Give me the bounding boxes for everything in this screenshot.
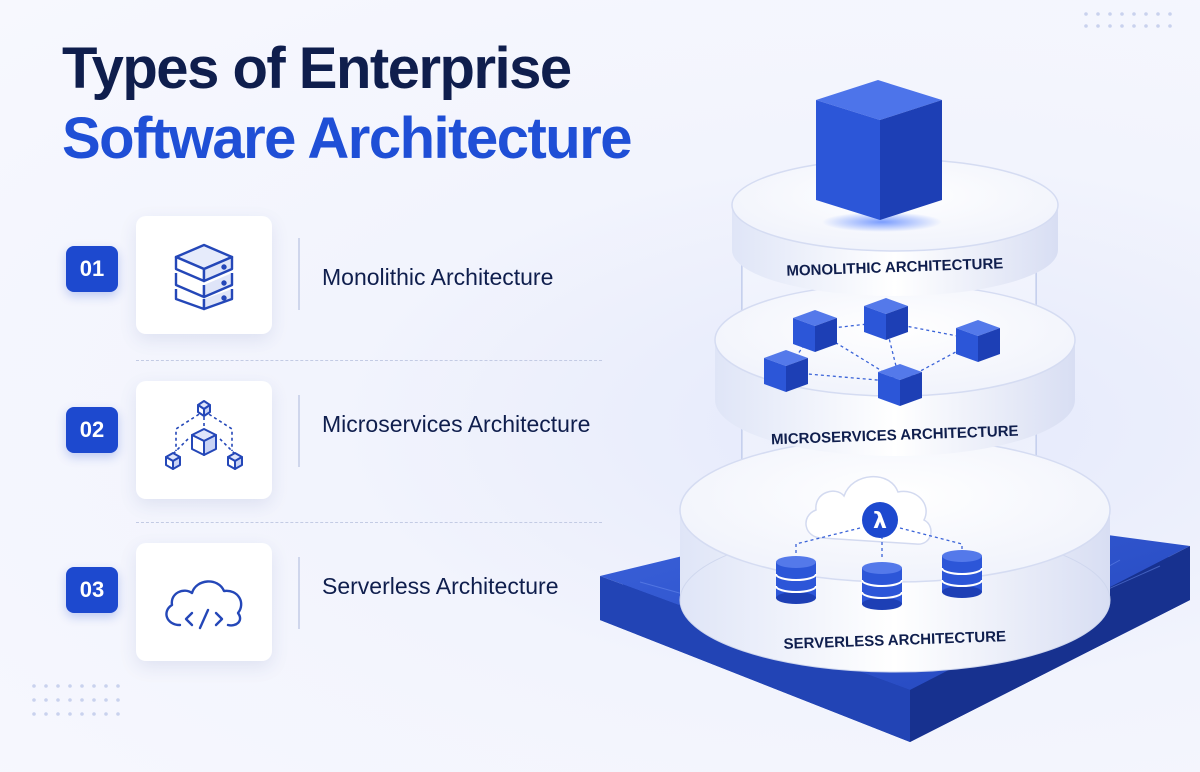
- horizontal-divider: [136, 360, 602, 361]
- svg-text:λ: λ: [873, 509, 887, 534]
- title-line-2: Software Architecture: [62, 106, 633, 171]
- lambda-icon: λ: [862, 502, 898, 538]
- number-badge: 03: [66, 567, 118, 613]
- cloud-code-icon: [165, 580, 243, 630]
- icon-card: [136, 216, 272, 334]
- item-label: Microservices Architecture: [322, 411, 591, 437]
- item-label: Serverless Architecture: [322, 573, 559, 599]
- decorative-dots-top: [1084, 12, 1172, 28]
- database-icons: [775, 550, 983, 610]
- list-item-serverless: 03 Serverless Architecture: [62, 543, 602, 663]
- microservice-cubes: [764, 298, 1000, 406]
- architecture-stack-diagram: λ MONOLITHIC ARCHITECTURE MICROSERVICES …: [600, 80, 1190, 742]
- vertical-divider: [298, 395, 300, 467]
- item-label: Monolithic Architecture: [322, 264, 554, 290]
- number-badge: 02: [66, 407, 118, 453]
- list-item-microservices: 02 Microservices Architec: [62, 381, 602, 501]
- vertical-divider: [298, 238, 300, 310]
- number-badge: 01: [66, 246, 118, 292]
- horizontal-divider: [136, 522, 602, 523]
- decorative-dots-bottom: [32, 684, 120, 716]
- server-stack-icon: [174, 243, 234, 311]
- title-line-1: Types of Enterprise: [62, 36, 572, 101]
- monolith-cube-icon: [816, 80, 942, 232]
- list-item-monolithic: 01 Monolithic Architecture: [62, 216, 602, 336]
- icon-card: [136, 543, 272, 661]
- cube-network-icon: [165, 400, 243, 470]
- icon-card: [136, 381, 272, 499]
- page-title: Types of Enterprise Software Architectur…: [62, 34, 633, 174]
- vertical-divider: [298, 557, 300, 629]
